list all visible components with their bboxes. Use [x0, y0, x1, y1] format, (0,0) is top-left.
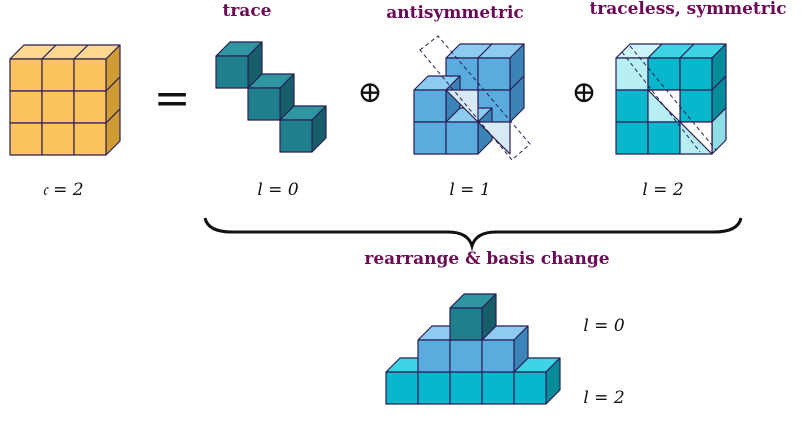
direct-sum-1: ⊕ [357, 75, 382, 110]
cube-front-face [41, 122, 75, 156]
cube-front-face [615, 89, 649, 123]
cube-front-face [9, 122, 43, 156]
stack-l0-label: l = 0 [583, 316, 624, 336]
cube-front-face [481, 371, 515, 405]
antisymmetric-cubes [413, 35, 531, 161]
l1-label: l = 1 [449, 180, 490, 200]
l0-label: l = 0 [257, 180, 298, 200]
cube-front-face [449, 307, 483, 341]
cube-front-face [41, 58, 75, 92]
cube-front-face [247, 87, 281, 121]
cube-front-face [215, 55, 249, 89]
dashed-diagonal-outline [419, 35, 531, 161]
dashed-diagonal-line [621, 51, 701, 153]
cube-front-face [679, 57, 713, 91]
cube-front-face [449, 339, 483, 373]
cube-front-face [385, 371, 419, 405]
cube-front-face [279, 119, 313, 153]
cube-front-face [481, 339, 515, 373]
direct-sum-2: ⊕ [571, 75, 596, 110]
equals-sign: = [154, 73, 191, 124]
diagonal-wedge [445, 89, 479, 123]
cube-front-face [679, 89, 713, 123]
cube-front-face [9, 90, 43, 124]
trace-cubes [215, 41, 327, 153]
cube-front-face [513, 371, 547, 405]
stack-l2-label: l = 2 [583, 388, 624, 408]
cube-front-face [449, 371, 483, 405]
cube-front-face [413, 121, 447, 155]
c-equals-label: 𝔠 = 2 [42, 180, 83, 200]
c2-cube-grid [9, 44, 121, 156]
dashed-diagonal-line [629, 45, 717, 151]
diagonal-wedge [679, 121, 713, 155]
antisymmetric-heading: antisymmetric [386, 3, 524, 23]
cube-front-face [615, 57, 649, 91]
trace-heading: trace [223, 1, 272, 21]
traceless-symmetric-heading: traceless, symmetric [589, 0, 786, 19]
cube-front-face [413, 89, 447, 123]
cube-front-face [417, 339, 451, 373]
cube-front-face [73, 122, 107, 156]
rearranged-stack [385, 293, 561, 405]
cube-front-face [445, 121, 479, 155]
cube-front-face [477, 57, 511, 91]
cube-front-face [417, 371, 451, 405]
grouping-brace [203, 217, 743, 252]
cube-front-face [615, 121, 649, 155]
rearrange-caption: rearrange & basis change [364, 249, 609, 269]
cube-front-face [647, 121, 681, 155]
l2-label: l = 2 [642, 180, 683, 200]
cube-front-face [73, 58, 107, 92]
cube-front-face [73, 90, 107, 124]
cube-front-face [9, 58, 43, 92]
symmetric-cubes [615, 43, 727, 155]
cube-front-face [41, 90, 75, 124]
